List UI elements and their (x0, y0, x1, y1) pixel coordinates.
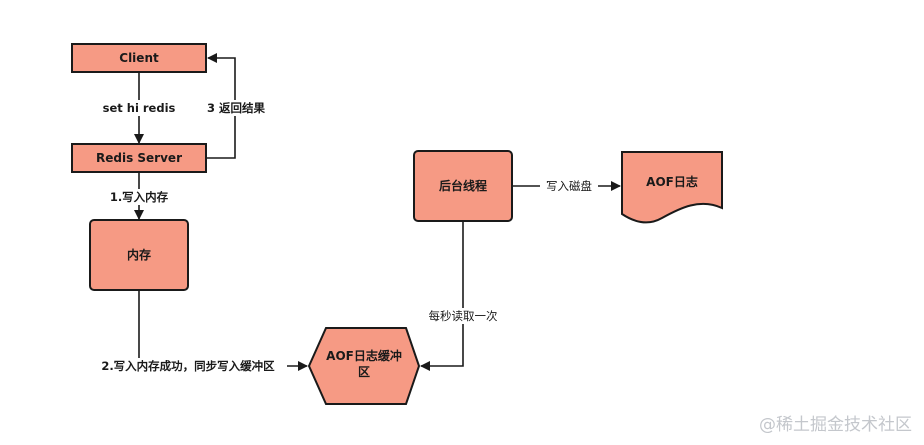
client-label: Client (119, 51, 159, 65)
return-result-label: 3 返回结果 (207, 101, 266, 115)
redis-server-node: Redis Server (71, 143, 207, 173)
aof-buffer-node: AOF日志缓冲 区 (307, 327, 421, 405)
aof-log-node: AOF日志 (621, 151, 723, 224)
edge-set-hi-redis: set hi redis (103, 72, 176, 144)
edge-write-buffer: 2.写入内存成功，同步写入缓冲区 (89, 290, 308, 374)
edge-read-per-second: 每秒读取一次 (420, 221, 503, 371)
edge-write-memory: 1.写入内存 (104, 172, 174, 220)
aof-log-label: AOF日志 (646, 174, 698, 189)
write-buffer-label: 2.写入内存成功，同步写入缓冲区 (101, 359, 275, 373)
write-memory-label: 1.写入内存 (110, 190, 169, 204)
memory-node: 内存 (89, 219, 189, 291)
watermark: @稀土掘金技术社区 (759, 415, 912, 435)
background-thread-node: 后台线程 (413, 150, 513, 222)
client-node: Client (71, 43, 207, 73)
redis-server-label: Redis Server (96, 151, 182, 165)
aof-buffer-label-line1: AOF日志缓冲 (326, 348, 402, 363)
memory-label: 内存 (127, 247, 151, 262)
set-hi-redis-label: set hi redis (103, 101, 176, 115)
write-disk-label: 写入磁盘 (546, 179, 592, 193)
aof-buffer-label-line2: 区 (358, 365, 370, 379)
read-per-second-label: 每秒读取一次 (429, 309, 498, 323)
background-thread-label: 后台线程 (439, 178, 487, 193)
edge-return-result: 3 返回结果 (202, 53, 270, 159)
edge-write-disk: 写入磁盘 (512, 178, 621, 194)
